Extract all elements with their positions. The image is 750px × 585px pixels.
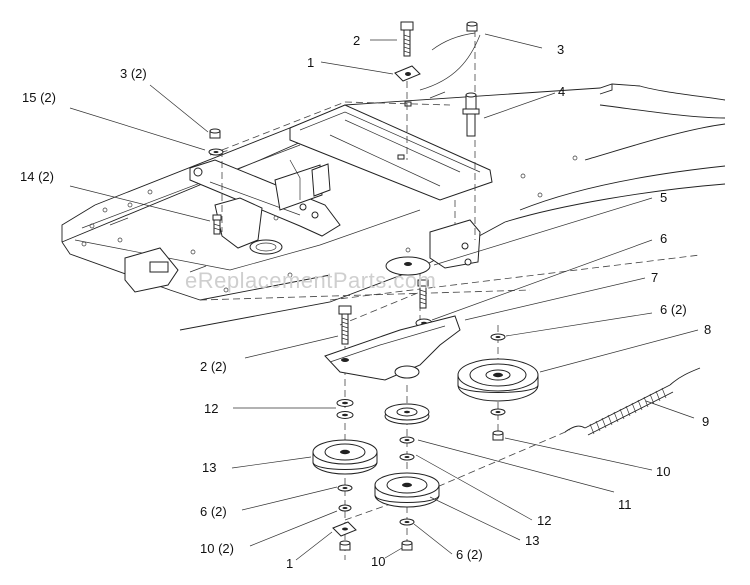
callout-labels: 1 2 3 3 (2) 4 15 (2) 14 (2) 5 6 7 6 (2) … bbox=[20, 33, 711, 571]
pivot-pin-4 bbox=[462, 92, 480, 137]
washer-6x2-bottom bbox=[399, 518, 415, 526]
idler-arm-7 bbox=[324, 315, 461, 381]
watermark-text: eReplacementParts.com bbox=[185, 268, 436, 293]
cable bbox=[419, 34, 481, 91]
callout-15x2: 15 (2) bbox=[22, 90, 56, 105]
spacer-12-mid bbox=[384, 403, 430, 425]
callout-6x2-right: 6 (2) bbox=[660, 302, 687, 317]
bolt-14x2 bbox=[212, 214, 222, 235]
nut-3x2 bbox=[209, 128, 221, 139]
spring-9 bbox=[564, 367, 701, 436]
nut-10-right bbox=[492, 430, 504, 441]
washer-15x2 bbox=[208, 148, 224, 156]
callout-2-top: 2 bbox=[353, 33, 360, 48]
spacer-10x2 bbox=[338, 504, 352, 512]
callout-7: 7 bbox=[651, 270, 658, 285]
bolt-2x2 bbox=[338, 305, 352, 345]
spacer-12-left bbox=[336, 399, 354, 419]
callout-6x2-bottom: 6 (2) bbox=[456, 547, 483, 562]
callout-10x2: 10 (2) bbox=[200, 541, 234, 556]
nut-10-bottom-mid bbox=[401, 540, 413, 551]
washer-8-lower bbox=[490, 408, 506, 416]
nut-10-bottom-left bbox=[339, 540, 351, 551]
pulley-13-mid bbox=[374, 472, 440, 508]
callout-3-top: 3 bbox=[557, 42, 564, 57]
cable-end bbox=[431, 32, 476, 51]
callout-6: 6 bbox=[660, 231, 667, 246]
leader-lines bbox=[69, 33, 699, 561]
mower-frame bbox=[61, 83, 726, 331]
callout-4: 4 bbox=[558, 84, 565, 99]
callout-9: 9 bbox=[702, 414, 709, 429]
callout-11: 11 bbox=[618, 497, 632, 512]
callout-1-top: 1 bbox=[307, 55, 314, 70]
washer-1-bottom bbox=[332, 521, 357, 537]
callout-14x2: 14 (2) bbox=[20, 169, 54, 184]
pulley-8 bbox=[457, 358, 539, 402]
bolt-6 bbox=[417, 279, 429, 309]
callout-2x2: 2 (2) bbox=[200, 359, 227, 374]
callout-13-left: 13 bbox=[202, 460, 216, 475]
callout-10-bottom: 10 bbox=[371, 554, 385, 569]
callout-10-right: 10 bbox=[656, 464, 670, 479]
callout-12-mid: 12 bbox=[537, 513, 551, 528]
washer-6x2-right bbox=[490, 333, 506, 341]
callout-12-left: 12 bbox=[204, 401, 218, 416]
callout-8: 8 bbox=[704, 322, 711, 337]
idler-spacer-5 bbox=[385, 256, 431, 276]
callout-13-mid: 13 bbox=[525, 533, 539, 548]
washer-6x2-left bbox=[337, 484, 353, 492]
assembly-centerlines bbox=[199, 30, 701, 560]
nut-3 bbox=[466, 21, 478, 32]
callout-5: 5 bbox=[660, 190, 667, 205]
washer-11 bbox=[399, 436, 415, 461]
bolt-2 bbox=[400, 21, 414, 57]
pulley-13-left bbox=[312, 439, 378, 475]
callout-1-bottom: 1 bbox=[286, 556, 293, 571]
callout-6x2-left: 6 (2) bbox=[200, 504, 227, 519]
washer-1 bbox=[394, 65, 421, 82]
callout-3x2: 3 (2) bbox=[120, 66, 147, 81]
